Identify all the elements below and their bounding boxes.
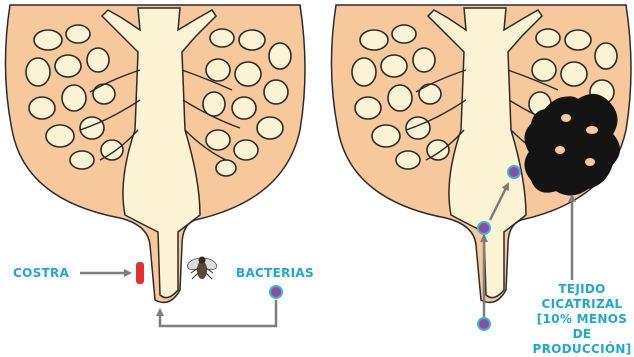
label-tejido-line: PRODUCCIÓN] [530, 342, 634, 357]
label-tejido-line: [10% MENOS DE [530, 312, 634, 342]
bacteria-path-arrow [160, 300, 276, 326]
fly-icon [186, 256, 218, 279]
label-tejido-line: TEJIDO [530, 282, 634, 297]
label-tejido-cicatrizal: TEJIDO CICATRIZAL [10% MENOS DE PRODUCCI… [530, 282, 634, 357]
label-costra: COSTRA [13, 266, 69, 281]
udder-left [5, 5, 305, 302]
bacteria-icon [270, 286, 282, 298]
scab-mark [136, 262, 144, 284]
label-bacterias: BACTERIAS [236, 266, 314, 281]
label-tejido-line: CICATRIZAL [530, 297, 634, 312]
